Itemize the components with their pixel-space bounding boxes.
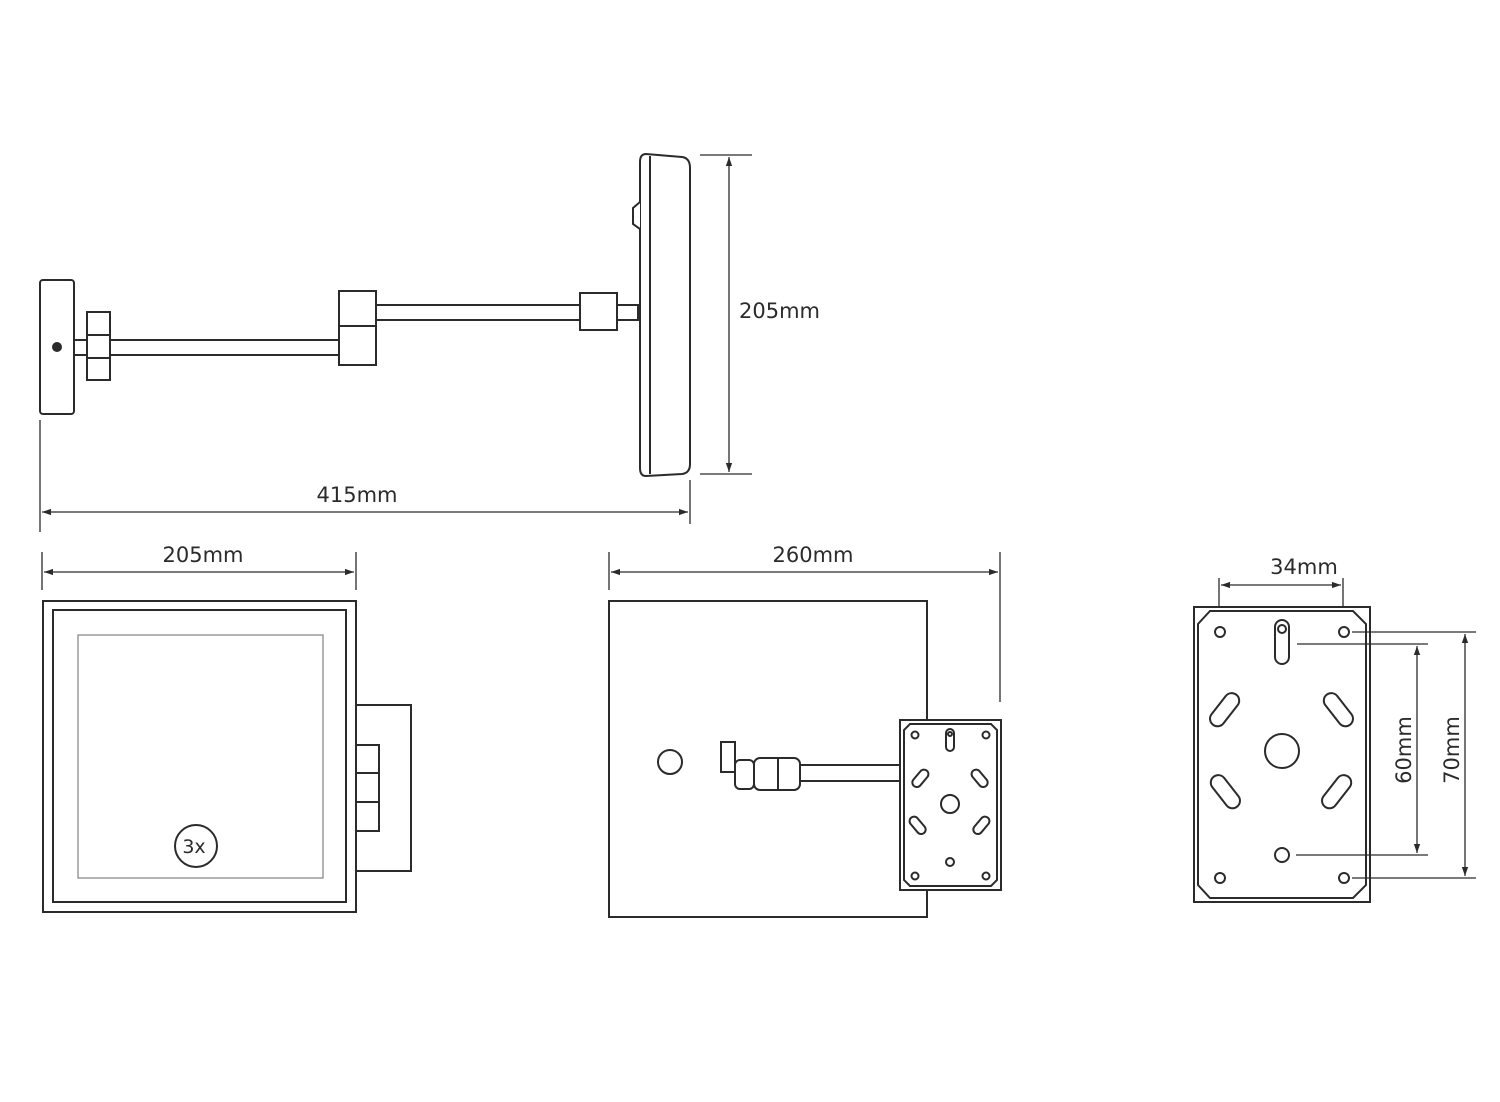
front-mirror-glass bbox=[77, 634, 324, 879]
plate-slot-upper-left bbox=[1209, 692, 1241, 728]
plate-hole-top-left bbox=[1214, 626, 1226, 638]
plate-inner-height-label: 60mm bbox=[1392, 716, 1416, 784]
wall-plate-detail: 34mm 60mm 70mm bbox=[1193, 555, 1476, 903]
side-switch bbox=[632, 201, 641, 230]
top-arm bbox=[799, 764, 902, 782]
plate-center-hole bbox=[1264, 733, 1300, 769]
top-swivel-cap bbox=[720, 741, 736, 773]
side-elbow-joint bbox=[338, 290, 377, 366]
side-base-knuckle bbox=[86, 311, 111, 381]
plate-hole-spacing-label: 34mm bbox=[1270, 555, 1338, 579]
side-view: 205mm 415mm bbox=[39, 152, 820, 532]
front-magnification-circle bbox=[174, 824, 218, 868]
plate-body bbox=[1193, 606, 1371, 903]
plate-bottom-hole bbox=[1274, 847, 1290, 863]
front-mirror-bezel bbox=[52, 609, 347, 903]
plate-outer-height-label: 70mm bbox=[1440, 716, 1464, 784]
plate-slot-lower-right bbox=[1321, 774, 1353, 810]
plate-hole-top-right bbox=[1338, 626, 1350, 638]
plate-slot-upper-right bbox=[1322, 692, 1354, 728]
top-swivel-joint bbox=[734, 759, 755, 790]
top-view: 260mm bbox=[608, 543, 1002, 918]
front-view: 205mm 3x bbox=[41, 543, 412, 913]
top-wall-plate bbox=[899, 719, 1002, 891]
side-head-joint bbox=[579, 292, 618, 331]
front-arm-block bbox=[355, 704, 412, 872]
plate-top-slot bbox=[1274, 619, 1290, 665]
side-lower-arm bbox=[109, 339, 340, 356]
side-wall-plate-screw bbox=[52, 342, 62, 352]
plate-chamfered-face bbox=[1197, 610, 1367, 899]
plate-hole-bottom-right bbox=[1338, 872, 1350, 884]
plate-hole-bottom-left bbox=[1214, 872, 1226, 884]
front-width-label: 205mm bbox=[163, 543, 244, 567]
side-upper-arm bbox=[375, 304, 581, 321]
side-length-label: 415mm bbox=[317, 483, 398, 507]
top-mirror-switch bbox=[657, 749, 683, 775]
top-width-label: 260mm bbox=[773, 543, 854, 567]
front-magnification-label: 3x bbox=[182, 836, 205, 858]
side-mirror-head bbox=[639, 152, 691, 478]
plate-slot-lower-left bbox=[1209, 774, 1241, 810]
side-height-label: 205mm bbox=[739, 299, 820, 323]
